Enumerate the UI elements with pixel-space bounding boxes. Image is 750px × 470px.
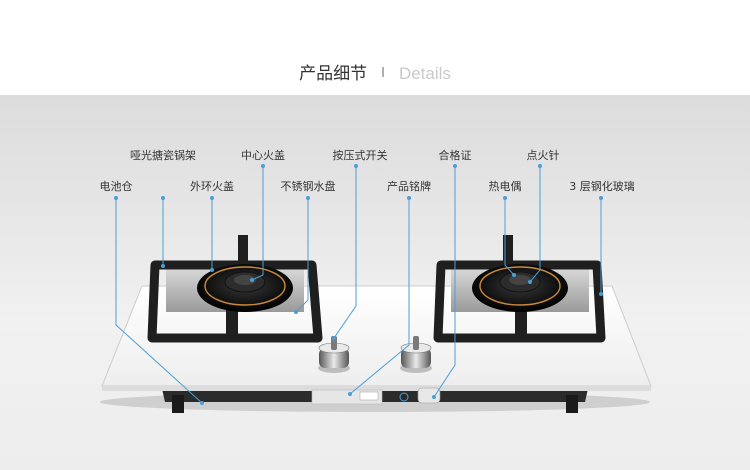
title-chinese: 产品细节 bbox=[299, 64, 368, 84]
right-support-prong bbox=[503, 235, 513, 269]
glass-edge bbox=[102, 386, 651, 391]
label-outer-cap: 外环火盖 bbox=[190, 180, 234, 193]
certificate-sticker bbox=[399, 392, 409, 402]
title-separator: I bbox=[381, 66, 385, 81]
leader-battery-box bbox=[115, 198, 203, 404]
left-center-top bbox=[234, 275, 256, 285]
leader-dots bbox=[114, 164, 603, 405]
section-title: 产品细节 I Details bbox=[0, 62, 750, 86]
right-center-top bbox=[509, 275, 531, 285]
leader-push-switch bbox=[333, 166, 357, 339]
leader-center-cap bbox=[251, 166, 264, 281]
leader-igniter bbox=[529, 166, 541, 283]
leader-steel-tray bbox=[295, 198, 309, 313]
left-knob bbox=[318, 336, 350, 373]
right-pan-support bbox=[433, 260, 606, 343]
leader-thermocouple bbox=[504, 198, 515, 276]
label-igniter: 点火针 bbox=[526, 149, 560, 162]
label-steel-tray: 不锈钢水盘 bbox=[280, 180, 336, 193]
right-burner bbox=[433, 235, 606, 343]
left-brass-ring bbox=[204, 266, 286, 306]
leader-nameplate bbox=[349, 198, 410, 395]
left-burner bbox=[147, 235, 323, 343]
left-foot bbox=[172, 395, 184, 413]
label-glass-panel: 3 层钢化玻璃 bbox=[569, 180, 635, 193]
battery-box bbox=[417, 387, 441, 404]
title-english: Details bbox=[398, 64, 451, 83]
label-battery-box: 电池仓 bbox=[99, 180, 133, 193]
label-thermocouple: 热电偶 bbox=[488, 180, 522, 193]
label-push-switch: 按压式开关 bbox=[332, 149, 388, 162]
header: 产品细节 I Details bbox=[0, 0, 750, 95]
left-support-prong bbox=[238, 235, 248, 269]
label-nameplate: 产品铭牌 bbox=[387, 180, 431, 193]
right-foot bbox=[566, 395, 578, 413]
right-brass-ring bbox=[479, 266, 561, 306]
leader-certificate bbox=[433, 166, 456, 398]
label-enamel-rack: 哑光搪瓷锅架 bbox=[130, 149, 196, 162]
label-center-cap: 中心火盖 bbox=[241, 149, 285, 162]
label-certificate: 合格证 bbox=[438, 149, 472, 162]
nameplate-barcode bbox=[359, 391, 379, 401]
leader-lines bbox=[115, 166, 602, 404]
left-pan-support bbox=[147, 260, 323, 343]
